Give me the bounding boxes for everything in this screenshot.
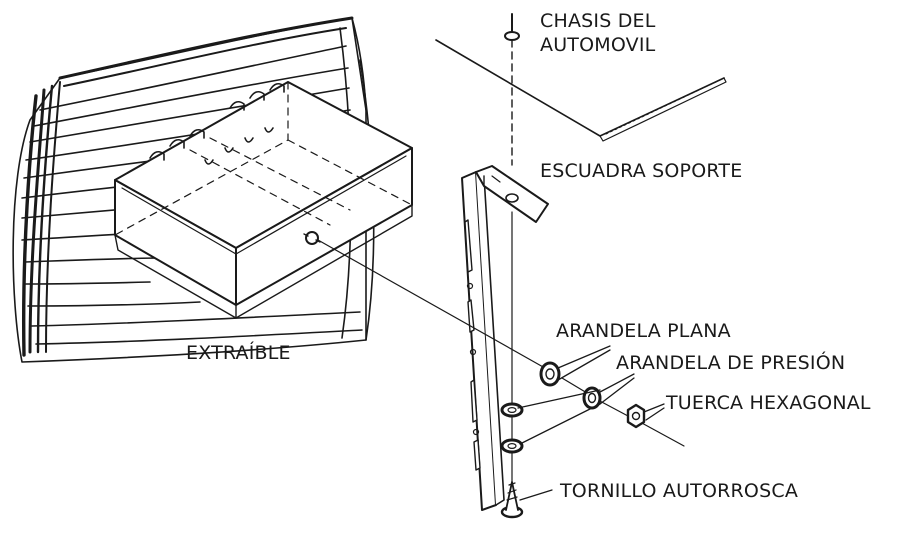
bolt-washer-2 <box>500 438 524 454</box>
hex-nut <box>626 403 646 429</box>
leader-lines <box>517 345 665 501</box>
label-flat-washer: ARANDELA PLANA <box>556 320 731 342</box>
label-hex-nut: TUERCA HEXAGONAL <box>666 392 871 414</box>
chassis-screw <box>504 13 520 41</box>
car-chassis-plate <box>435 39 727 142</box>
flat-washer <box>539 361 561 387</box>
radio-unit <box>114 81 413 319</box>
bolt-washer-1 <box>500 402 524 418</box>
label-support-bracket: ESCUADRA SOPORTE <box>540 160 743 182</box>
label-chassis-line2: AUTOMOVIL <box>540 34 656 56</box>
stud-path <box>317 239 553 373</box>
tapping-screw <box>500 481 524 519</box>
label-lock-washer: ARANDELA DE PRESIÓN <box>616 352 846 374</box>
label-tapping-screw: TORNILLO AUTORROSCA <box>560 480 799 502</box>
label-chassis-line1: CHASIS DEL <box>540 10 656 32</box>
label-removable-unit: EXTRAÍBLE <box>186 342 291 364</box>
support-bracket <box>461 165 549 511</box>
